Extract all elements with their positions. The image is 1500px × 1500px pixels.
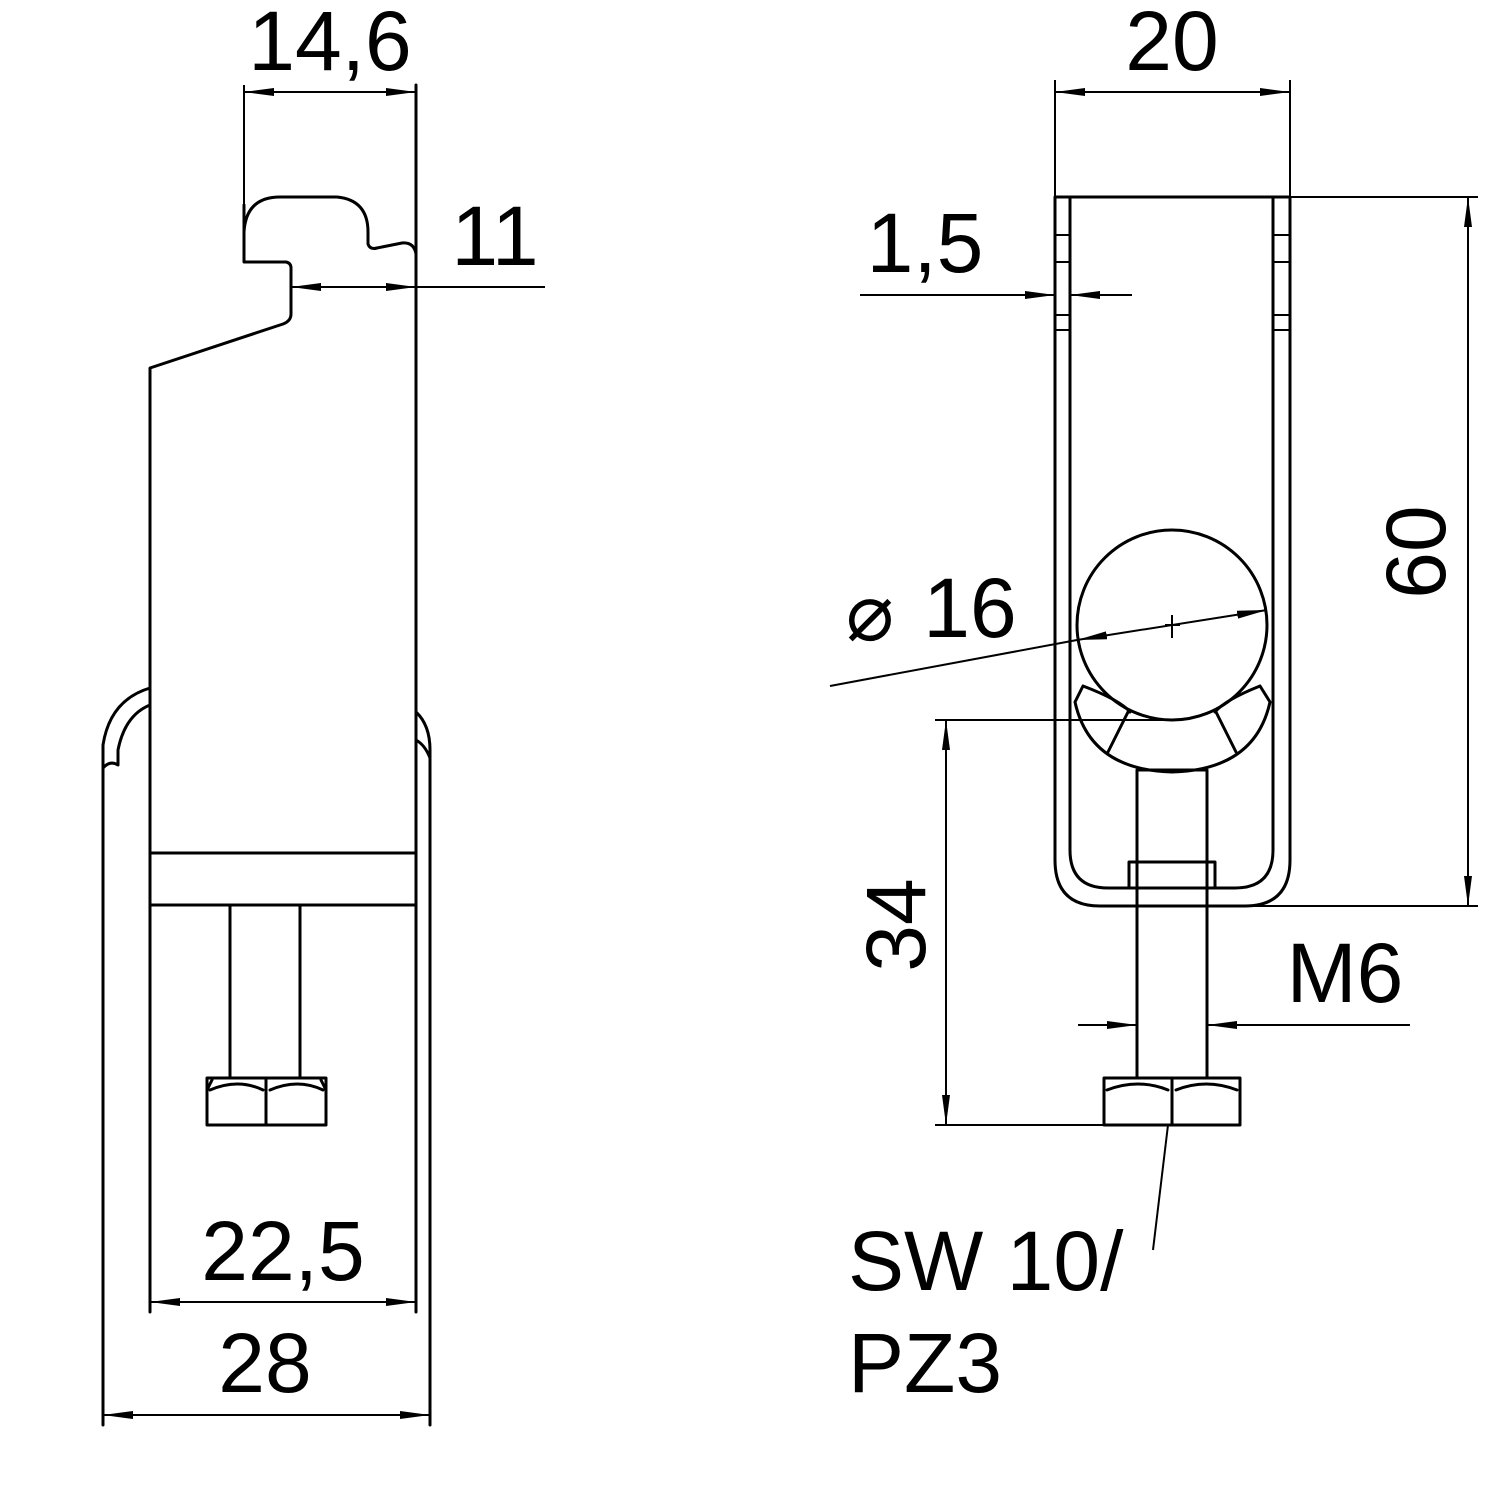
clip-body-outline	[148, 230, 293, 1314]
screw	[1135, 768, 1209, 1080]
dim-label-bolt-height: 34	[849, 878, 943, 971]
bracket-left	[101, 686, 152, 1427]
dim-label-hook-depth: 11	[451, 189, 538, 283]
clip-profile	[242, 195, 418, 256]
dim-label-diameter: 16	[923, 561, 1016, 655]
bolt	[228, 903, 302, 1080]
front-view: 20 60 1,5 ⌀ 16 34 M6 SW 10/ PZ3	[829, 0, 1478, 1410]
side-view: 14,6 11 22,5 28	[101, 0, 545, 1427]
dim-label-inner-width: 22,5	[201, 1204, 365, 1298]
dim-label-height: 60	[1369, 505, 1463, 598]
screw-head-nut	[1102, 1076, 1242, 1127]
callout-line2: PZ3	[848, 1316, 1002, 1410]
diameter-symbol: ⌀	[846, 568, 894, 657]
dim-label-thread: M6	[1287, 926, 1404, 1020]
u-channel-inner	[1068, 195, 1275, 890]
bracket-right	[414, 710, 432, 1427]
dim-label-thickness: 1,5	[867, 196, 984, 290]
dim-label-width: 20	[1125, 0, 1218, 88]
callout-line1: SW 10/	[848, 1214, 1124, 1308]
dim-label-outer-width: 28	[218, 1316, 311, 1410]
nut	[205, 1076, 328, 1127]
saddle	[1073, 684, 1272, 774]
callout-leader	[1152, 1124, 1169, 1251]
u-channel-outer	[1053, 195, 1292, 908]
dim-label-top-width: 14,6	[248, 0, 412, 88]
